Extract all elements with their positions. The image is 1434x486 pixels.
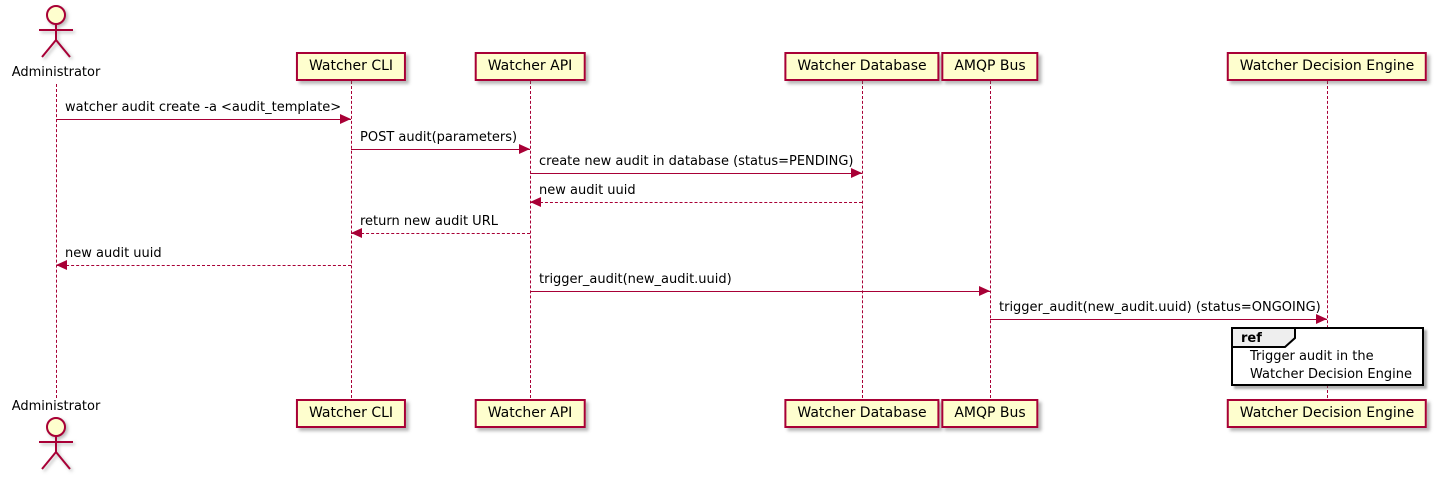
actor-icon-administrator-bottom: [34, 416, 78, 476]
participant-box-watcher-database-bottom: Watcher Database: [784, 399, 940, 428]
ref-tab-label: ref: [1241, 331, 1262, 346]
participant-box-amqp-bus: AMQP Bus: [941, 52, 1039, 81]
arrowhead-icon: [351, 228, 362, 238]
message-line: [351, 149, 530, 150]
arrowhead-icon: [340, 114, 351, 124]
message-label: new audit uuid: [539, 183, 636, 198]
participant-box-watcher-database: Watcher Database: [784, 52, 940, 81]
participant-box-watcher-decision-engine: Watcher Decision Engine: [1226, 52, 1428, 81]
lifeline-watcher-database: [862, 81, 863, 398]
lifeline-watcher-decision-engine: [1327, 81, 1328, 398]
participant-box-amqp-bus-bottom: AMQP Bus: [941, 399, 1039, 428]
message-line: [351, 233, 530, 234]
message-line: [990, 319, 1327, 320]
arrowhead-icon: [519, 144, 530, 154]
lifeline-watcher-cli: [351, 81, 352, 398]
actor-icon-administrator: [34, 4, 78, 64]
arrowhead-icon: [979, 286, 990, 296]
message-label: return new audit URL: [360, 214, 498, 229]
ref-body-line: Trigger audit in the: [1250, 349, 1374, 364]
message-label: create new audit in database (status=PEN…: [539, 154, 854, 169]
participant-box-watcher-cli-bottom: Watcher CLI: [295, 399, 407, 428]
arrowhead-icon: [530, 197, 541, 207]
participant-box-watcher-cli: Watcher CLI: [295, 52, 407, 81]
message-line: [530, 202, 862, 203]
participant-box-watcher-api-bottom: Watcher API: [474, 399, 586, 428]
participant-box-watcher-decision-engine-bottom: Watcher Decision Engine: [1226, 399, 1428, 428]
participant-box-watcher-api: Watcher API: [474, 52, 586, 81]
message-line: [530, 291, 990, 292]
message-line: [56, 119, 351, 120]
message-label: trigger_audit(new_audit.uuid) (status=ON…: [999, 300, 1321, 315]
message-label: new audit uuid: [65, 246, 162, 261]
lifeline-administrator: [56, 84, 57, 398]
lifeline-watcher-api: [530, 81, 531, 398]
message-label: POST audit(parameters): [360, 130, 518, 145]
ref-body-line: Watcher Decision Engine: [1250, 367, 1412, 382]
message-line: [530, 173, 862, 174]
arrowhead-icon: [1316, 314, 1327, 324]
message-line: [56, 265, 351, 266]
actor-label-administrator-bottom: Administrator: [11, 399, 101, 414]
actor-label-administrator: Administrator: [11, 65, 101, 80]
ref-tab: ref: [1231, 327, 1296, 348]
message-label: trigger_audit(new_audit.uuid): [539, 272, 732, 287]
lifeline-amqp-bus: [990, 81, 991, 398]
message-label: watcher audit create -a <audit_template>: [65, 100, 342, 115]
arrowhead-icon: [56, 260, 67, 270]
arrowhead-icon: [851, 168, 862, 178]
